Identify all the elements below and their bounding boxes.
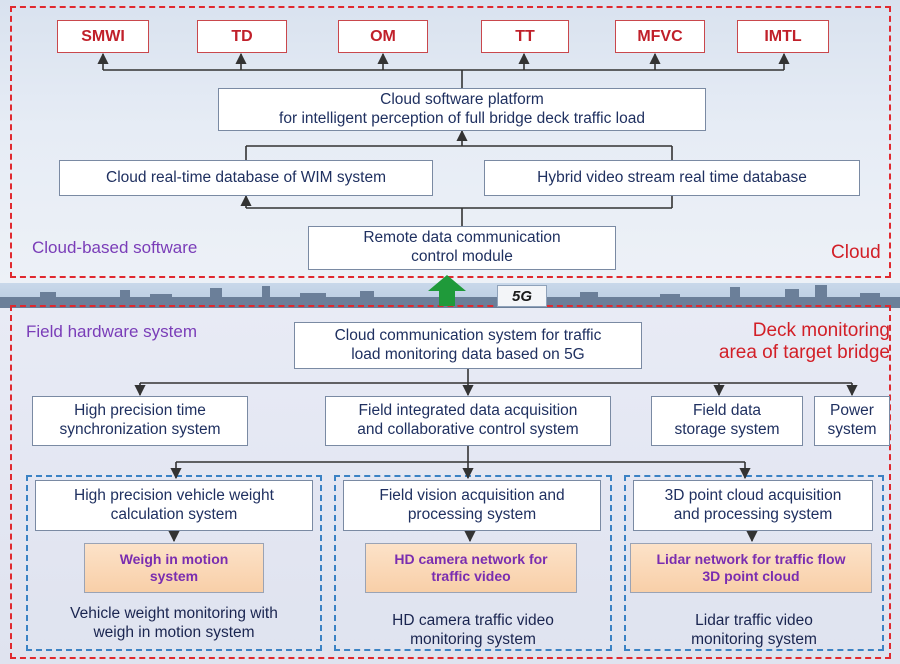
lidar-group-region xyxy=(624,475,884,651)
output-smwi: SMWI xyxy=(57,20,149,53)
field-acquisition-system: Field integrated data acquisition and co… xyxy=(325,396,611,446)
cloud-comm-5g-system: Cloud communication system for traffic l… xyxy=(294,322,642,369)
cloud-wim-database: Cloud real-time database of WIM system xyxy=(59,160,433,196)
field-hardware-label: Field hardware system xyxy=(26,322,198,341)
lidar-network: Lidar network for traffic flow 3D point … xyxy=(630,543,872,593)
camera-group-caption: HD camera traffic video monitoring syste… xyxy=(392,612,554,648)
deck-area-label: Deck monitoring area of target bridge xyxy=(718,320,890,363)
badge-5g: 5G xyxy=(497,285,547,307)
output-mfvc: MFVC xyxy=(615,20,705,53)
lidar-group-caption: Lidar traffic video monitoring system xyxy=(691,612,817,648)
vehicle-weight-calculation: High precision vehicle weight calculatio… xyxy=(35,480,313,531)
output-imtl: IMTL xyxy=(737,20,829,53)
output-om: OM xyxy=(338,20,428,53)
cloud-software-platform: Cloud software platform for intelligent … xyxy=(218,88,706,131)
cloud-label: Cloud xyxy=(831,242,881,263)
remote-comm-module: Remote data communication control module xyxy=(308,226,616,270)
time-sync-system: High precision time synchronization syst… xyxy=(32,396,248,446)
weigh-in-motion-system: Weigh in motion system xyxy=(84,543,264,593)
hd-camera-network: HD camera network for traffic video xyxy=(365,543,577,593)
field-storage-system: Field data storage system xyxy=(651,396,803,446)
field-region xyxy=(10,305,891,659)
hybrid-video-database: Hybrid video stream real time database xyxy=(484,160,860,196)
wim-group-caption: Vehicle weight monitoring with weigh in … xyxy=(70,605,278,641)
output-tt: TT xyxy=(481,20,569,53)
output-td: TD xyxy=(197,20,287,53)
cloud-software-label: Cloud-based software xyxy=(32,238,198,257)
vision-acquisition-processing: Field vision acquisition and processing … xyxy=(343,480,601,531)
point-cloud-acquisition-processing: 3D point cloud acquisition and processin… xyxy=(633,480,873,531)
power-system: Power system xyxy=(814,396,890,446)
